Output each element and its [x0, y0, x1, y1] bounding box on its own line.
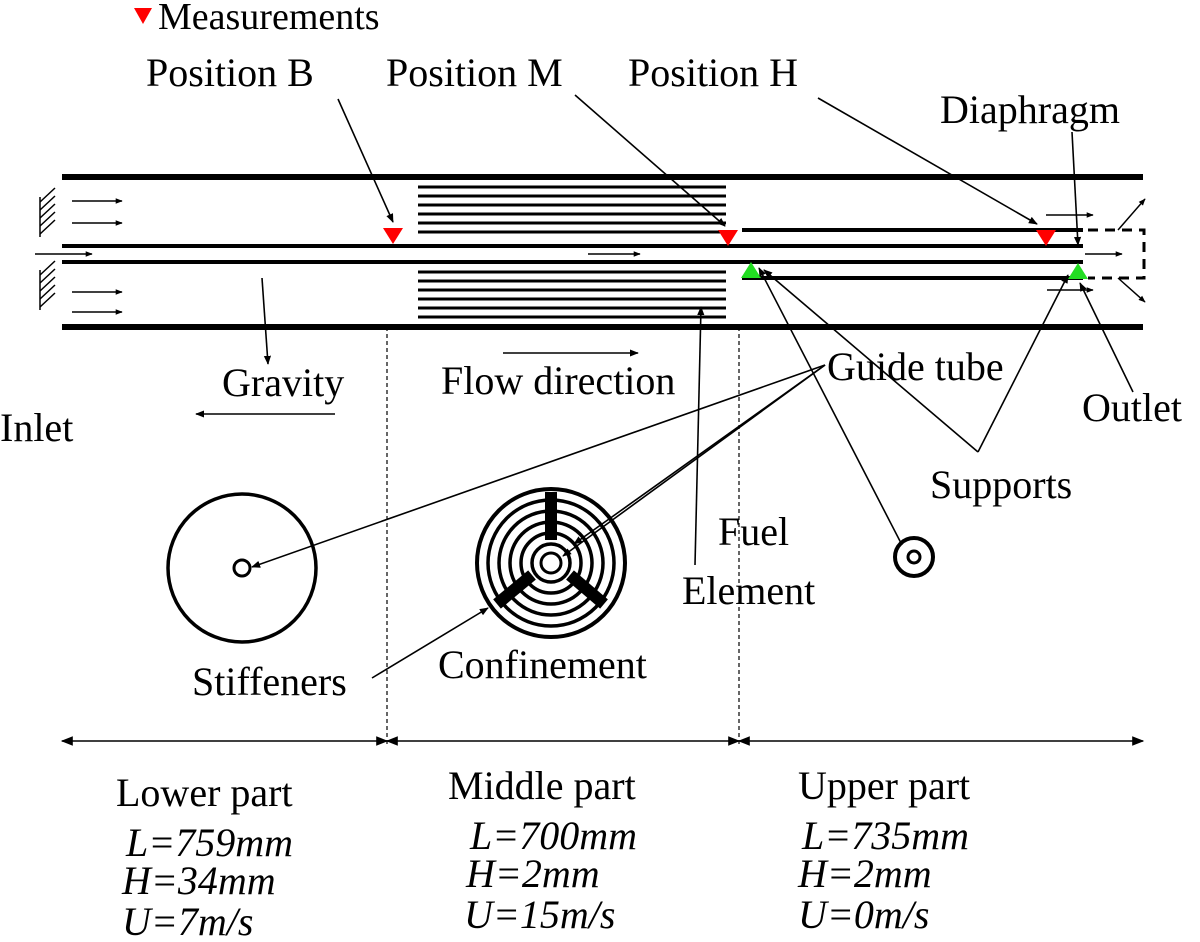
confinement-label: Confinement	[438, 642, 647, 687]
upper-part-velocity: U=0m/s	[798, 892, 929, 937]
position-b-label: Position B	[146, 50, 314, 95]
element-label: Element	[682, 568, 815, 613]
cross-section-middle	[475, 487, 627, 639]
diaphragm-label: Diaphragm	[940, 87, 1120, 132]
fuel-label: Fuel	[718, 509, 789, 554]
gravity-label: Gravity	[222, 360, 344, 405]
middle-part-velocity: U=15m/s	[464, 892, 615, 937]
stiffener-left	[493, 570, 536, 609]
middle-part-length: L=700mm	[469, 813, 637, 858]
fuel-plates	[418, 185, 726, 319]
outlet-label: Outlet	[1082, 385, 1182, 430]
middle-part-height: H=2mm	[465, 851, 600, 896]
lower-part-length: L=759mm	[125, 820, 293, 865]
support-markers	[741, 262, 1088, 279]
leader-lines	[251, 94, 1134, 679]
upper-part-length: L=735mm	[801, 813, 969, 858]
inlet-label: Inlet	[0, 405, 73, 450]
guide-tube-label: Guide tube	[827, 344, 1004, 389]
position-m-label: Position M	[386, 50, 563, 95]
measurement-markers	[134, 8, 1056, 246]
support-marker-left	[741, 262, 761, 278]
support-marker-right	[1068, 263, 1088, 279]
channel-walls	[62, 174, 1146, 330]
measurement-legend-marker	[134, 8, 152, 24]
measurement-marker-b	[383, 228, 403, 244]
flow-arrows	[35, 198, 1146, 315]
middle-part-title: Middle part	[448, 763, 636, 808]
measurement-marker-h	[1036, 230, 1056, 246]
cross-section-upper	[893, 536, 935, 578]
flow-direction-label: Flow direction	[441, 358, 675, 403]
lower-part-velocity: U=7m/s	[122, 899, 253, 942]
supports-label: Supports	[930, 462, 1072, 507]
cross-section-lower	[166, 492, 318, 644]
stiffener-right	[566, 570, 608, 609]
fixed-wall-hatch	[39, 187, 56, 310]
position-h-label: Position H	[628, 50, 798, 95]
upper-part-height: H=2mm	[797, 851, 932, 896]
lower-part-title: Lower part	[116, 770, 293, 815]
measurements-label: Measurements	[158, 0, 380, 38]
lower-part-height: H=34mm	[121, 858, 276, 903]
upper-part-title: Upper part	[798, 763, 970, 808]
stiffeners-label: Stiffeners	[192, 659, 347, 704]
measurement-marker-m	[718, 230, 738, 246]
